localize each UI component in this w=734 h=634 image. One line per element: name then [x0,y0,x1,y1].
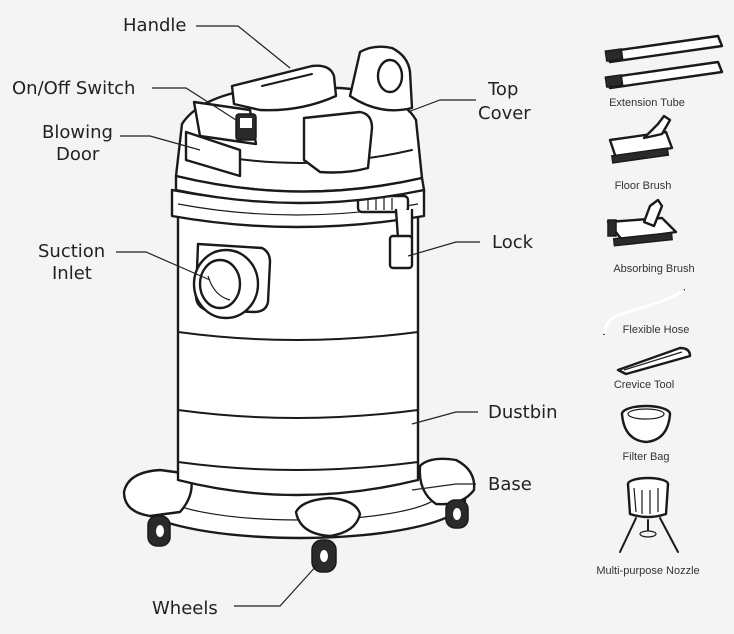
label-blowing-door-line2: Door [56,144,100,165]
accessory-label: Extension Tube [609,97,685,109]
accessories-column: Extension Tube Floor Brush Absorbing Bru… [596,34,724,577]
multi-purpose-nozzle-icon [619,476,679,553]
label-base: Base [488,474,532,495]
vacuum-cleaner-illustration [122,45,476,573]
accessory-label: Crevice Tool [614,379,674,391]
extension-tube-icon [604,34,724,90]
floor-brush-icon [608,114,674,164]
leader-lines [116,25,480,607]
accessory-label: Multi-purpose Nozzle [596,565,699,577]
label-suction-inlet-line1: Suction [38,241,105,262]
label-blowing-door-line1: Blowing [42,122,113,143]
handle-illustration [230,64,338,112]
filter-bag-icon [620,404,672,444]
label-on-off-switch: On/Off Switch [12,78,135,99]
switch-illustration [192,100,258,146]
accessory-label: Absorbing Brush [613,263,694,275]
absorbing-brush-icon [606,198,678,247]
label-lock: Lock [492,232,534,253]
crevice-tool-icon [616,346,692,376]
label-wheels: Wheels [152,598,218,619]
accessory-label: Floor Brush [615,180,672,192]
wheel-illustration [147,499,469,573]
suction-inlet-illustration [192,242,272,320]
lock-illustration [356,194,414,270]
label-dustbin: Dustbin [488,402,558,423]
label-top-cover-line1: Top [487,79,518,100]
label-suction-inlet-line2: Inlet [52,263,92,284]
flexible-hose-icon [602,288,685,335]
part-labels: Handle On/Off Switch Blowing Door Top Co… [12,15,558,619]
accessory-label: Flexible Hose [623,324,690,336]
blowing-door-illustration [184,130,242,178]
label-handle: Handle [123,15,186,36]
label-top-cover-line2: Cover [478,103,531,124]
accessory-label: Filter Bag [622,451,669,463]
